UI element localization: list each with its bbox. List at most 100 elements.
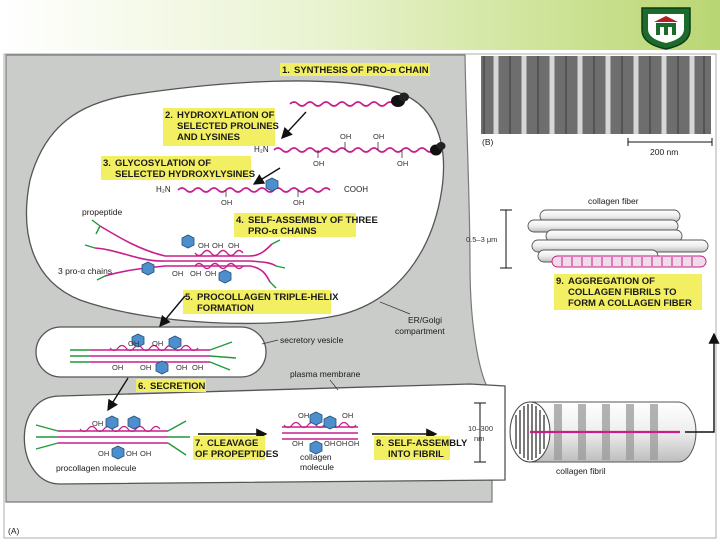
step-5-highlight xyxy=(183,290,331,314)
fibril-diameter-label-2: nm xyxy=(474,434,484,443)
oh-label: OH xyxy=(152,339,163,348)
oh-label: OH xyxy=(198,241,209,250)
secretory-vesicle xyxy=(35,326,267,378)
oh-label: OH xyxy=(221,198,232,207)
step-4-highlight xyxy=(234,213,356,237)
collagen-molecule xyxy=(282,421,358,440)
step-6-label: SECRETION xyxy=(150,381,206,392)
hydroxylated-chain xyxy=(273,147,435,153)
er-golgi-compartment xyxy=(25,80,445,325)
step-2-label-2: SELECTED PROLINES xyxy=(177,121,279,132)
step-5-label-1: PROCOLLAGEN TRIPLE-HELIX xyxy=(197,292,339,303)
collagen-molecule-label-1: collagen xyxy=(300,452,332,462)
step-9-highlight xyxy=(554,274,702,310)
step-2-number: 2. xyxy=(165,110,173,121)
oh-label: OH xyxy=(342,411,353,420)
step-3-label-2: SELECTED HYDROXYLYSINES xyxy=(115,169,255,180)
oh-label: OH xyxy=(340,132,351,141)
procollagen-molecule xyxy=(35,420,190,456)
oh-label: OH xyxy=(397,159,408,168)
oh-label: OH xyxy=(92,419,103,428)
step-9-label-3: FORM A COLLAGEN FIBER xyxy=(568,298,692,309)
step-9-label-2: COLLAGEN FIBRILS TO xyxy=(568,287,677,298)
oh-label: OH xyxy=(324,439,335,448)
header-banner xyxy=(0,0,720,50)
oh-label: OH xyxy=(292,439,303,448)
electron-micrograph xyxy=(481,56,711,134)
sugar-hexagon xyxy=(105,415,119,430)
three-pro-alpha-chains xyxy=(84,219,286,289)
oh-label: OH xyxy=(205,269,216,278)
step-7-highlight xyxy=(193,436,265,460)
oh-label: OH xyxy=(172,269,183,278)
sugar-hexagon xyxy=(168,335,182,350)
sugar-hexagon xyxy=(323,415,337,430)
panel-b-label: (B) xyxy=(482,137,494,147)
step-4-label-1: SELF-ASSEMBLY OF THREE xyxy=(248,215,378,226)
step-2-highlight xyxy=(163,108,275,146)
oh-label: OH xyxy=(298,411,309,420)
step-9-number: 9. xyxy=(556,276,564,287)
step-8-number: 8. xyxy=(376,438,384,449)
glycosylated-chain xyxy=(177,187,331,193)
collagen-synthesis-figure: 1. SYNTHESIS OF PRO-α CHAIN 2. HYDROXYLA… xyxy=(0,50,720,540)
fibril-diameter-label-1: 10–300 xyxy=(468,424,493,433)
oh-label: OH xyxy=(176,363,187,372)
oh-label: OH xyxy=(373,132,384,141)
er-golgi-label-2: compartment xyxy=(395,326,445,336)
step-2-label-3: AND LYSINES xyxy=(177,132,240,143)
sugar-hexagon xyxy=(181,234,195,249)
oh-label: OH xyxy=(190,269,201,278)
plasma-membrane-label: plasma membrane xyxy=(290,369,361,379)
step-8-label-2: INTO FIBRIL xyxy=(388,449,444,460)
step-2-label-1: HYDROXYLATION OF xyxy=(177,110,275,121)
sugar-hexagon xyxy=(141,261,155,276)
step-7-label-1: CLEAVAGE xyxy=(207,438,258,449)
oh-label: OH xyxy=(293,198,304,207)
sugar-hexagon xyxy=(309,440,323,455)
sugar-hexagon xyxy=(127,415,141,430)
scale-bar-label: 200 nm xyxy=(650,147,678,157)
step-1-number: 1. xyxy=(282,65,290,76)
oh-label: OH xyxy=(348,439,359,448)
collagen-fiber-label: collagen fiber xyxy=(588,196,639,206)
fiber-diameter-label: 0.5–3 μm xyxy=(466,235,497,244)
secretory-vesicle-label: secretory vesicle xyxy=(280,335,344,345)
sugar-hexagon xyxy=(309,411,323,426)
oh-label: OH xyxy=(336,439,347,448)
procollagen-molecule-label: procollagen molecule xyxy=(56,463,137,473)
oh-label: OH xyxy=(98,449,109,458)
oh-label: OH xyxy=(228,241,239,250)
step-3-highlight xyxy=(101,156,251,180)
propeptide-label: propeptide xyxy=(82,207,122,217)
step-5-number: 5. xyxy=(185,292,193,303)
oh-label: OH xyxy=(313,159,324,168)
collagen-fibril xyxy=(509,401,697,463)
sugar-hexagon xyxy=(111,445,125,460)
panel-a-label: (A) xyxy=(8,526,20,536)
h2n-label-2: H₂N xyxy=(156,185,171,194)
step-4-number: 4. xyxy=(236,215,244,226)
oh-label: OH xyxy=(192,363,203,372)
step-5-label-2: FORMATION xyxy=(197,303,254,314)
oh-label: OH xyxy=(140,363,151,372)
step-7-number: 7. xyxy=(195,438,203,449)
step-6-highlight xyxy=(136,379,206,392)
three-chains-label: 3 pro-α chains xyxy=(58,266,112,276)
collagen-fibril-label: collagen fibril xyxy=(556,466,606,476)
step-9-label-1: AGGREGATION OF xyxy=(568,276,655,287)
step-3-number: 3. xyxy=(103,158,111,169)
oh-label: OH xyxy=(128,339,139,348)
collagen-fiber xyxy=(527,209,709,268)
university-logo xyxy=(634,4,698,50)
oh-label: OH xyxy=(126,449,137,458)
step-1-label: SYNTHESIS OF PRO-α CHAIN xyxy=(294,65,429,76)
sugar-hexagon xyxy=(155,360,169,375)
step-7-label-2: OF PROPEPTIDES xyxy=(195,449,278,460)
h2n-label-1: H₂N xyxy=(254,145,269,154)
step-4-label-2: PRO-α CHAINS xyxy=(248,226,317,237)
sugar-hexagon xyxy=(265,177,279,192)
step-6-number: 6. xyxy=(138,381,146,392)
sugar-hexagon xyxy=(218,269,232,284)
oh-label: OH xyxy=(212,241,223,250)
